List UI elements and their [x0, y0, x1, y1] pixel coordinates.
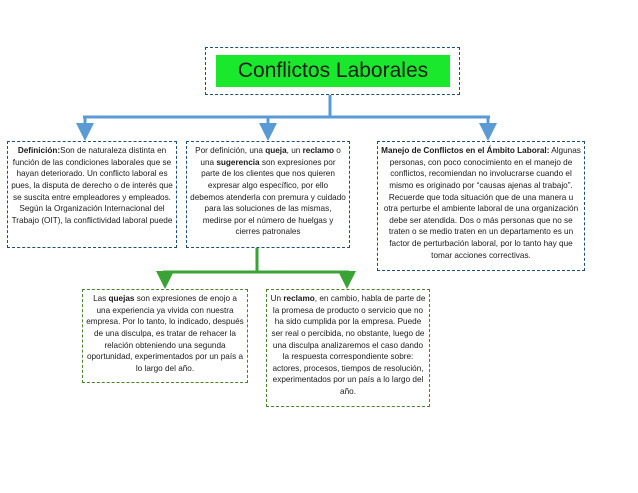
queja-text-4: son expresiones por parte de los cliente…	[190, 157, 346, 237]
reclamo-node: Un reclamo, en cambio, habla de parte de…	[266, 289, 430, 407]
manejo-label: Manejo de Conflictos en el Ámbito Labora…	[381, 146, 550, 155]
queja-node: Por definición, una queja, un reclamo o …	[186, 141, 350, 248]
title-node: Conflictos Laborales	[205, 47, 460, 95]
manejo-node: Manejo de Conflictos en el Ámbito Labora…	[377, 141, 585, 271]
definicion-label: Definición:	[17, 146, 61, 155]
reclamo-bold: reclamo	[283, 294, 315, 303]
definicion-text: Son de naturaleza distinta en función de…	[11, 146, 173, 225]
quejas-node: Las quejas son expresiones de enojo a un…	[82, 289, 248, 383]
queja-bold-reclamo: reclamo	[302, 146, 334, 155]
reclamo-text-1: Un	[270, 294, 284, 303]
page-title: Conflictos Laborales	[216, 55, 450, 87]
queja-text-1: Por definición, una	[195, 146, 266, 155]
manejo-text: Algunas personas, con poco conocimiento …	[383, 146, 581, 260]
quejas-text-2: son expresiones de enojo a una experienc…	[86, 294, 244, 373]
definicion-node: Definición:Son de naturaleza distinta en…	[7, 141, 177, 248]
reclamo-text-2: , en cambio, habla de parte de la promes…	[271, 294, 426, 397]
queja-text-3: o una	[200, 146, 341, 167]
queja-text-2: , un	[286, 146, 303, 155]
queja-bold-queja: queja	[265, 146, 287, 155]
queja-bold-sugerencia: sugerencia	[216, 157, 260, 167]
quejas-bold: quejas	[108, 294, 135, 303]
quejas-text-1: Las	[93, 294, 109, 303]
